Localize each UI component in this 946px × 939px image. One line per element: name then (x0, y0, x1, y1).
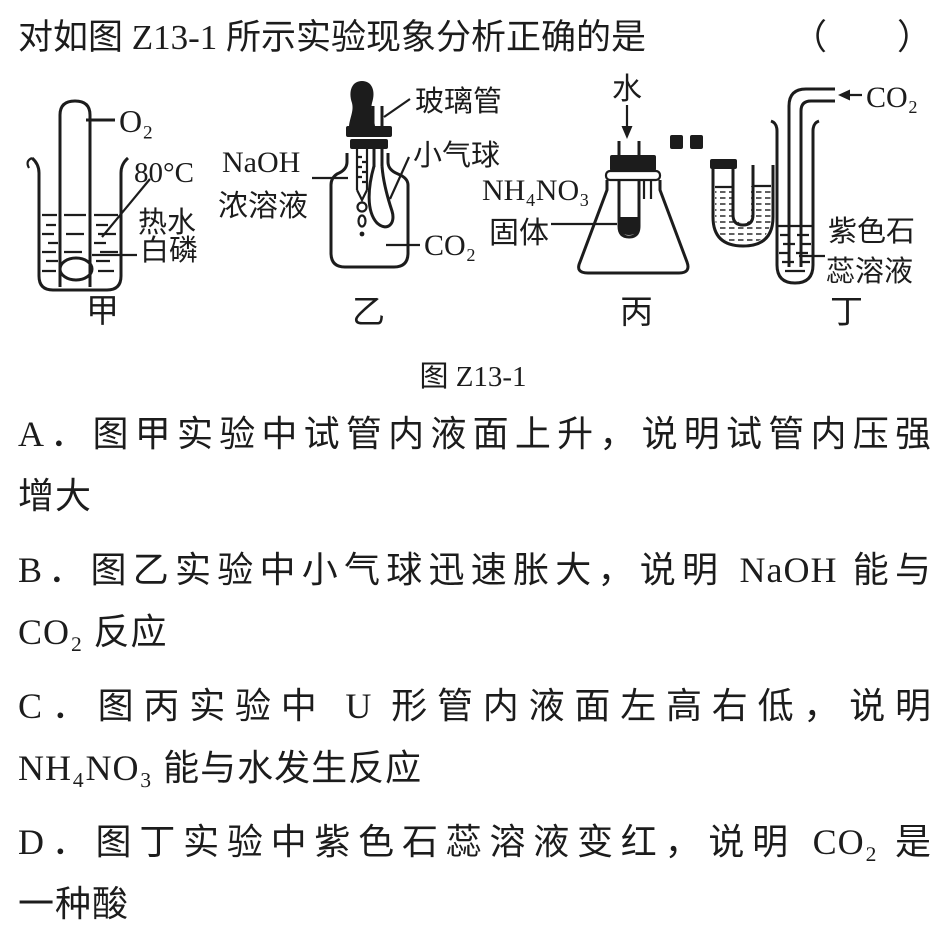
dropper-pipette (355, 148, 369, 203)
u-tube (711, 164, 775, 248)
jia-label: 甲 (86, 294, 119, 330)
bing-label: 丙 (620, 295, 653, 331)
option-a: A．图甲实验中试管内液面上升，说明试管内压强 增大 (18, 403, 932, 527)
delivery-tube-bore (643, 139, 726, 161)
water-arrowhead (621, 125, 633, 139)
glass-tube-leader (383, 97, 411, 118)
options-list: A．图甲实验中试管内液面上升，说明试管内压强 增大 B．图乙实验中小气球迅速胀大… (0, 395, 946, 935)
o2-label: O₂ (119, 103, 153, 139)
nh4no3-label: NH₄NO₃ (482, 174, 590, 207)
option-c-line1: C．图丙实验中 U 形管内液面左高右低，说明 (18, 685, 932, 726)
drop (356, 201, 368, 213)
tube-connector (690, 134, 703, 149)
co2-arrowhead (838, 89, 850, 101)
utube-liquid (715, 185, 771, 244)
gas-outlet-stub (642, 179, 653, 199)
erlenmeyer-flask (577, 179, 690, 275)
beaker (30, 156, 130, 292)
litmus-liquid-hatching (778, 224, 812, 272)
white-phosphorus-label: 白磷 (140, 234, 198, 267)
bent-gas-tube (787, 87, 835, 267)
option-b: B．图乙实验中小气球迅速胀大，说明 NaOH 能与 CO₂ 反应 (18, 539, 932, 663)
hot-water-label: 热水 (138, 206, 196, 239)
nh4no3-label-line2: 固体 (489, 217, 549, 250)
apparatus-yi: CO₂ NaOH 浓溶液 玻璃管 小气球 乙 (218, 80, 502, 331)
white-phosphorus-blob (58, 256, 94, 282)
balloon-leader (388, 156, 411, 200)
nh4no3-solid (619, 216, 639, 235)
option-a-line2: 增大 (18, 475, 93, 516)
option-c: C．图丙实验中 U 形管内液面左高右低，说明 NH₄NO₃ 能与水发生反应 (18, 675, 932, 799)
drop (357, 214, 367, 228)
hot-water-leader (101, 178, 151, 238)
option-b-line1: B．图乙实验中小气球迅速胀大，说明 NaOH 能与 (18, 549, 932, 590)
temperature-label: 80°C (134, 157, 194, 189)
rubber-stopper (350, 138, 388, 149)
ding-label: 丁 (830, 295, 863, 331)
option-a-line1: A．图甲实验中试管内液面上升，说明试管内压强 (18, 413, 932, 454)
flask-stopper (610, 154, 656, 171)
balloon-label: 小气球 (413, 139, 500, 172)
option-c-line2: NH₄NO₃ 能与水发生反应 (18, 747, 423, 788)
option-d-line1: D．图丁实验中紫色石蕊溶液变红，说明 CO₂ 是 (18, 821, 932, 862)
dropper-bulb (349, 80, 375, 126)
gas-bottle (329, 152, 410, 269)
apparatus-jia: O₂ 80°C 热水 白磷 甲 (26, 99, 198, 330)
question-stem: 对如图 Z13-1 所示实验现象分析正确的是 (18, 18, 647, 57)
apparatus-bing: 水 NH₄NO₃ 固体 丙 (482, 73, 775, 331)
inverted-test-tube (58, 99, 92, 287)
litmus-label-line2: 蕊溶液 (826, 255, 913, 288)
litmus-label-line1: 紫色石 (828, 215, 915, 248)
naoh-label: NaOH (222, 146, 300, 179)
option-d-line2: 一种酸 (18, 883, 130, 924)
yi-label: 乙 (352, 295, 385, 331)
figure-caption: 图 Z13-1 (419, 360, 527, 393)
tall-test-tube (770, 119, 820, 285)
figure-z13-1: O₂ 80°C 热水 白磷 甲 (26, 73, 918, 331)
delivery-tube (644, 140, 725, 161)
co2-label: CO₂ (424, 229, 476, 262)
hot-water-hatching (42, 213, 118, 272)
inner-test-tube (617, 140, 641, 239)
beaker-spout (26, 156, 33, 169)
answer-brackets: （ ） (791, 18, 932, 57)
small-balloon (367, 165, 395, 229)
option-b-line2: CO₂ 反应 (18, 611, 168, 652)
question-stem-row: 对如图 Z13-1 所示实验现象分析正确的是 （ ） (0, 0, 946, 61)
flask-mouth (604, 169, 662, 181)
water-label: 水 (612, 73, 642, 106)
option-d: D．图丁实验中紫色石蕊溶液变红，说明 CO₂ 是 一种酸 (18, 811, 932, 935)
rubber-stopper (346, 125, 392, 137)
naoh-label-line2: 浓溶液 (218, 190, 308, 223)
co2-label: CO₂ (866, 81, 918, 114)
glass-tube-label: 玻璃管 (415, 85, 502, 118)
apparatus-ding: CO₂ 紫色石 蕊溶液 丁 (770, 81, 918, 331)
tube-connector (670, 134, 683, 149)
drop (359, 231, 365, 237)
u-tube-inner (731, 164, 755, 227)
utube-stopper (710, 158, 737, 169)
